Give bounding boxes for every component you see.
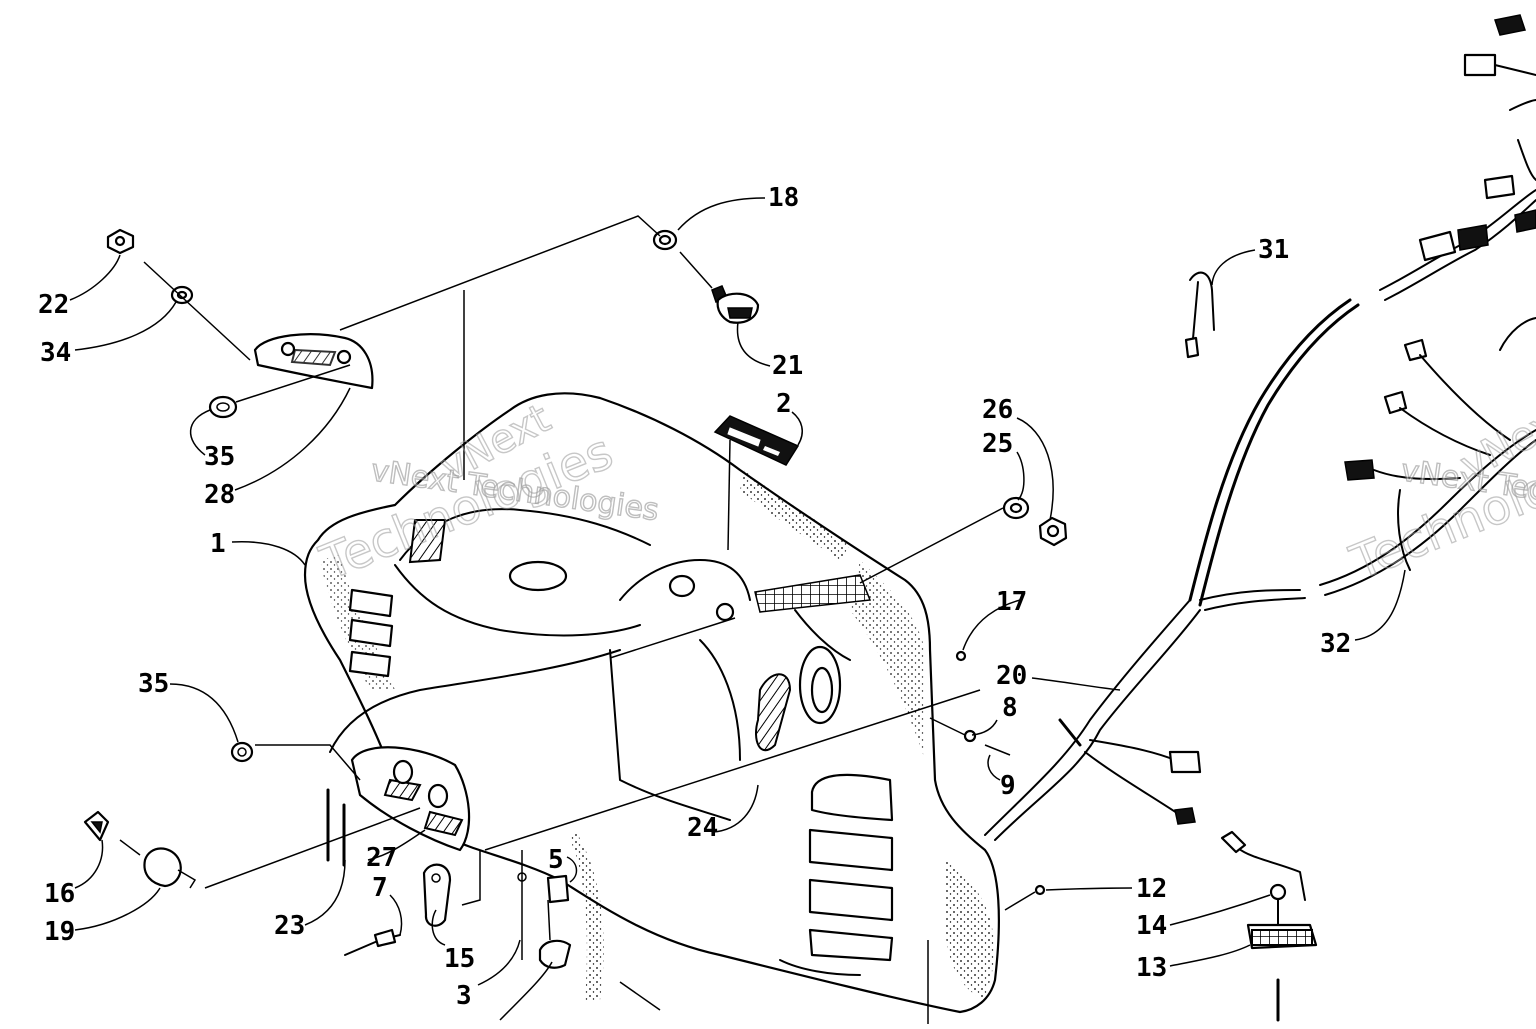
callout-labels: 1 2 3 5 7 8 9 12 13 14 15 16 17 18 19 20…	[38, 183, 1351, 1011]
callout-15: 15	[444, 944, 475, 974]
callout-23: 23	[274, 911, 305, 941]
callout-14: 14	[1136, 911, 1167, 941]
callout-8: 8	[1002, 693, 1018, 723]
callout-22: 22	[38, 290, 69, 320]
parts-lower-left	[344, 850, 572, 969]
callout-32: 32	[1320, 629, 1351, 659]
callout-3: 3	[456, 981, 472, 1011]
right-vents	[808, 773, 894, 962]
grommet-35-top	[208, 395, 238, 419]
callout-12: 12	[1136, 874, 1167, 904]
callout-5: 5	[548, 845, 564, 875]
callout-16: 16	[44, 879, 75, 909]
leader-lines	[119, 215, 1036, 1024]
callout-20: 20	[996, 661, 1027, 691]
callout-9: 9	[1000, 771, 1016, 801]
watermark-right: vNext vNext Technologies Technologies	[1342, 393, 1536, 593]
callout-26: 26	[982, 395, 1013, 425]
part-12	[1034, 884, 1046, 896]
callout-18: 18	[768, 183, 799, 213]
callout-31: 31	[1258, 235, 1289, 265]
callout-24: 24	[687, 813, 718, 843]
callout-2: 2	[776, 389, 792, 419]
callout-35-left: 35	[138, 669, 169, 699]
part-17	[955, 650, 967, 662]
hood-assembly	[303, 392, 1000, 1014]
plate-28	[253, 333, 374, 390]
callout-35-top: 35	[204, 442, 235, 472]
washer-34	[170, 285, 194, 305]
callout-21: 21	[772, 351, 803, 381]
callout-13: 13	[1136, 953, 1167, 983]
wiring-harness	[984, 14, 1536, 841]
callout-leaders	[69, 197, 1406, 1021]
left-vents	[348, 588, 394, 678]
callout-17: 17	[996, 587, 1027, 617]
callout-19: 19	[44, 917, 75, 947]
callout-34: 34	[40, 338, 71, 368]
regulator-13-14	[1220, 830, 1318, 1022]
callout-25: 25	[982, 429, 1013, 459]
callout-7: 7	[372, 873, 388, 903]
callout-1: 1	[210, 529, 226, 559]
grommet-35-left	[230, 741, 254, 763]
part-8	[963, 729, 977, 743]
washer-nut-25-26	[1002, 496, 1068, 547]
part-9	[984, 744, 1011, 756]
callout-28: 28	[204, 480, 235, 510]
nut-22	[106, 228, 135, 255]
callout-27: 27	[366, 843, 397, 873]
part-2-panel	[713, 415, 800, 466]
knob-16-19	[83, 810, 197, 889]
gauge-hole	[508, 560, 568, 592]
switch-21	[711, 285, 760, 324]
